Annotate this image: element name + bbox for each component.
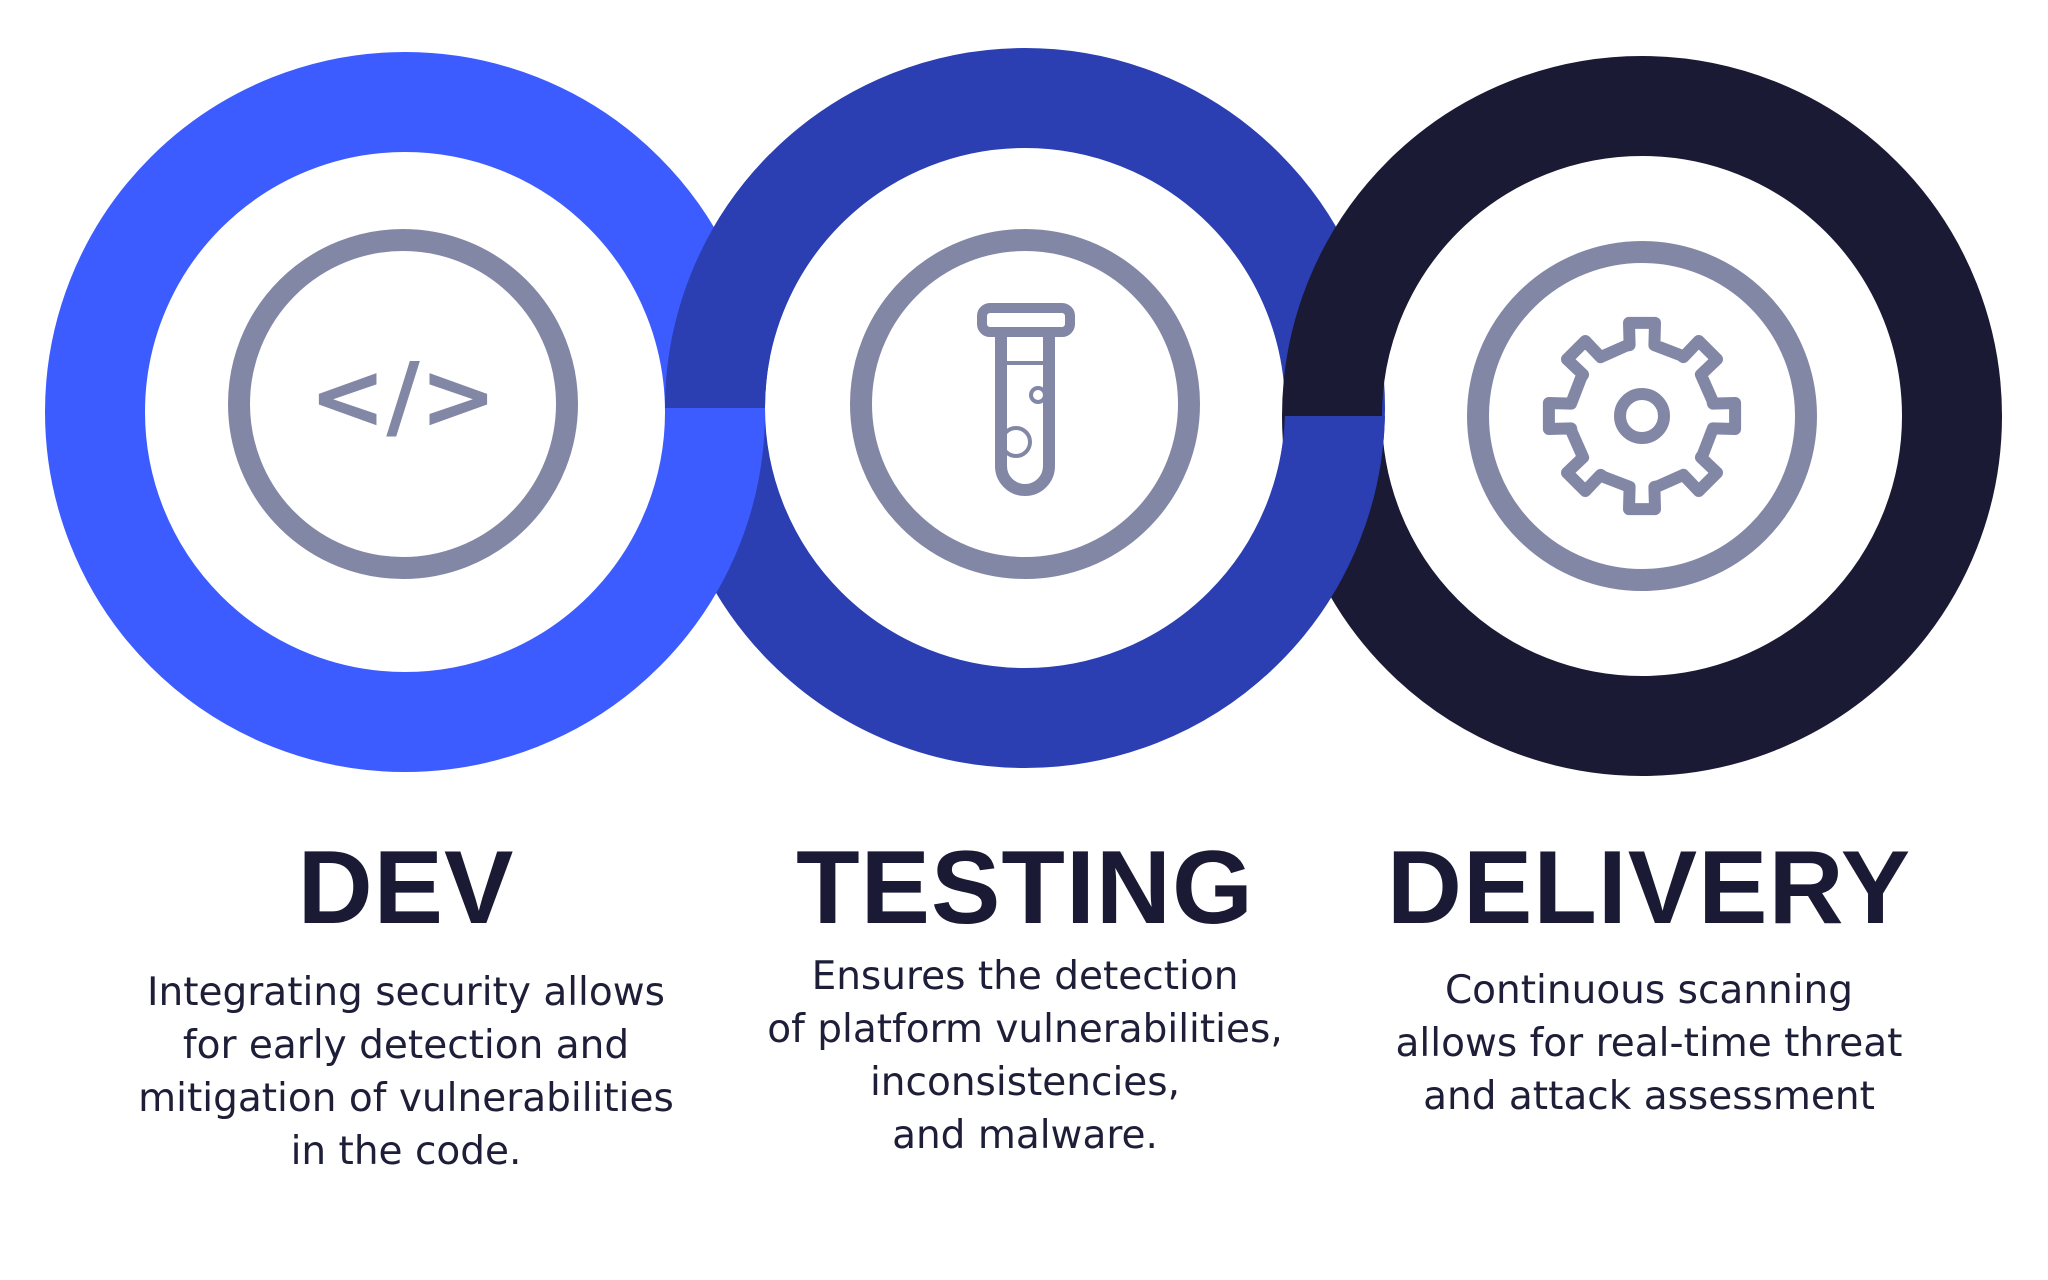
stage-dev: DEV Integrating security allows for earl…: [96, 836, 716, 1178]
stage-title-dev: DEV: [297, 830, 515, 946]
stage-testing: TESTING Ensures the detection of platfor…: [715, 836, 1335, 1162]
description-line: Integrating security allows: [147, 970, 665, 1015]
description-line: allows for real-time threat: [1395, 1021, 1903, 1066]
testing-ring: [665, 48, 1385, 768]
description-line: of platform vulnerabilities,: [767, 1007, 1283, 1052]
stage-delivery: DELIVERY Continuous scanning allows for …: [1339, 836, 1959, 1123]
testing-icon-circle: [850, 229, 1200, 579]
description-line: for early detection and: [182, 1023, 630, 1068]
description-line: and malware.: [892, 1113, 1158, 1158]
test-tube-icon: [977, 303, 1075, 496]
dev-icon-circle: [228, 229, 578, 579]
description-line: Ensures the detection: [811, 954, 1239, 999]
stage-description-dev: Integrating security allows for early de…: [96, 966, 716, 1178]
description-line: Continuous scanning: [1444, 968, 1854, 1013]
description-line: in the code.: [290, 1129, 522, 1174]
stage-description-delivery: Continuous scanning allows for real-time…: [1339, 964, 1959, 1123]
stage-title-testing: TESTING: [796, 830, 1254, 946]
description-line: and attack assessment: [1423, 1074, 1875, 1119]
gear-icon: [1542, 316, 1742, 516]
description-line: mitigation of vulnerabilities: [138, 1076, 674, 1121]
delivery-ring: [1282, 56, 2002, 776]
stage-title-delivery: DELIVERY: [1386, 830, 1912, 946]
delivery-icon-circle: [1467, 241, 1817, 591]
code-brackets-icon: </>: [309, 343, 497, 450]
description-line: inconsistencies,: [869, 1060, 1181, 1105]
stage-description-testing: Ensures the detection of platform vulner…: [715, 950, 1335, 1162]
dev-ring: [45, 52, 765, 772]
